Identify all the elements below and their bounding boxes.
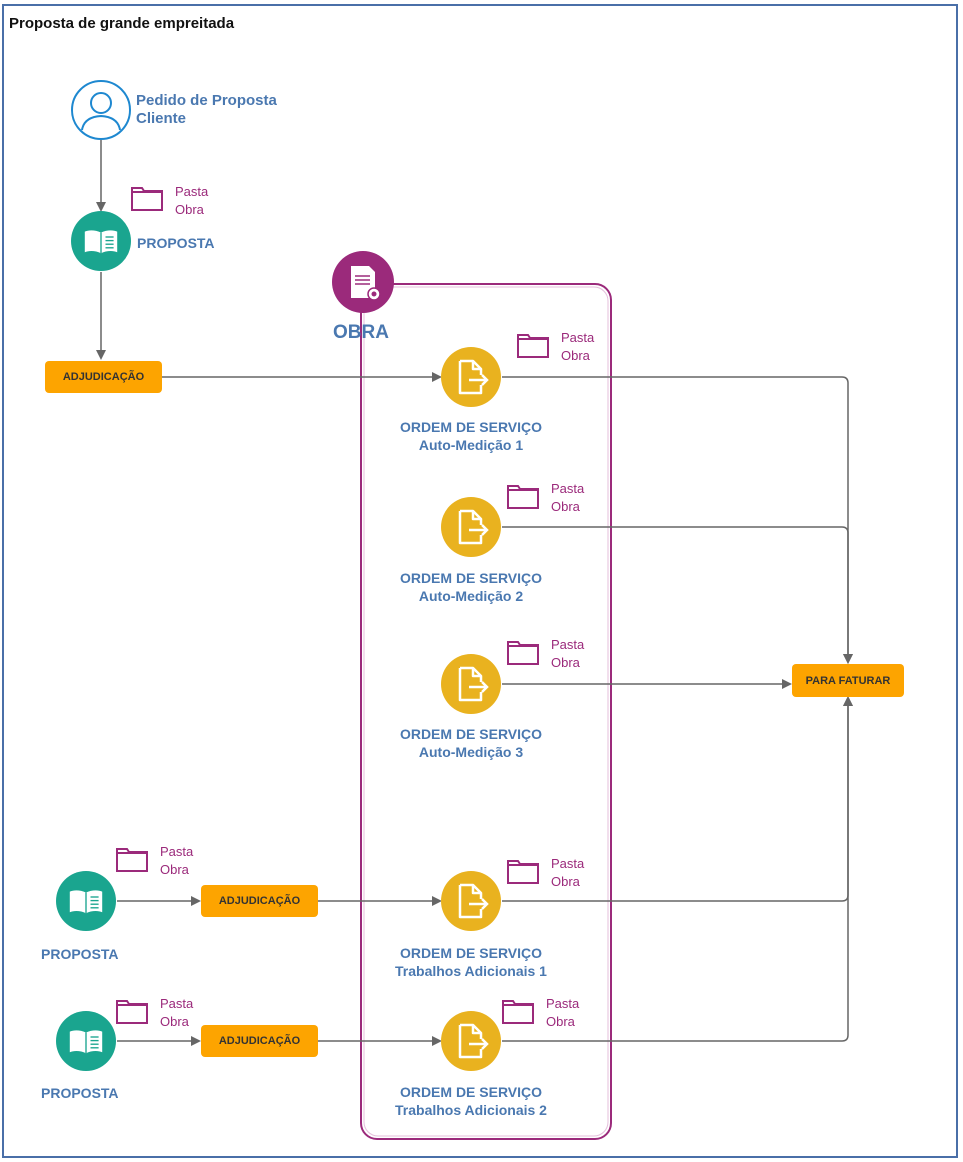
folder-icon xyxy=(116,1000,148,1024)
folder-icon xyxy=(517,334,549,358)
arrow-os5-faturar xyxy=(502,696,853,1042)
service-order-icon xyxy=(441,654,501,714)
service-order-icon xyxy=(441,871,501,931)
folder-icon xyxy=(507,641,539,665)
certificate-icon xyxy=(332,251,394,313)
arrow-os2-faturar xyxy=(502,526,853,664)
proposta-icon xyxy=(56,871,116,931)
proposta-icon xyxy=(71,211,131,271)
proposta-label: PROPOSTA xyxy=(137,235,215,251)
proposta-label: PROPOSTA xyxy=(41,946,119,962)
proposta-label: PROPOSTA xyxy=(41,1085,119,1101)
service-order-icon xyxy=(441,497,501,557)
para-faturar-badge: PARA FATURAR xyxy=(792,664,904,697)
folder-icon xyxy=(502,1000,534,1024)
adjudicacao-badge: ADJUDICAÇÃO xyxy=(201,885,318,917)
user-icon xyxy=(71,80,131,140)
folder-icon xyxy=(131,187,163,211)
proposta-icon xyxy=(56,1011,116,1071)
adjudicacao-badge: ADJUDICAÇÃO xyxy=(201,1025,318,1057)
folder-icon xyxy=(116,848,148,872)
folder-icon xyxy=(507,860,539,884)
service-order-icon xyxy=(441,347,501,407)
adjudicacao-badge: ADJUDICAÇÃO xyxy=(45,361,162,393)
diagram-title: Proposta de grande empreitada xyxy=(9,15,235,32)
service-order-icon xyxy=(441,1011,501,1071)
obra-label: OBRA xyxy=(333,322,389,343)
arrow-os1-faturar xyxy=(502,376,853,664)
folder-icon xyxy=(507,485,539,509)
obra-container xyxy=(360,283,612,1140)
diagram-frame xyxy=(2,4,958,1158)
